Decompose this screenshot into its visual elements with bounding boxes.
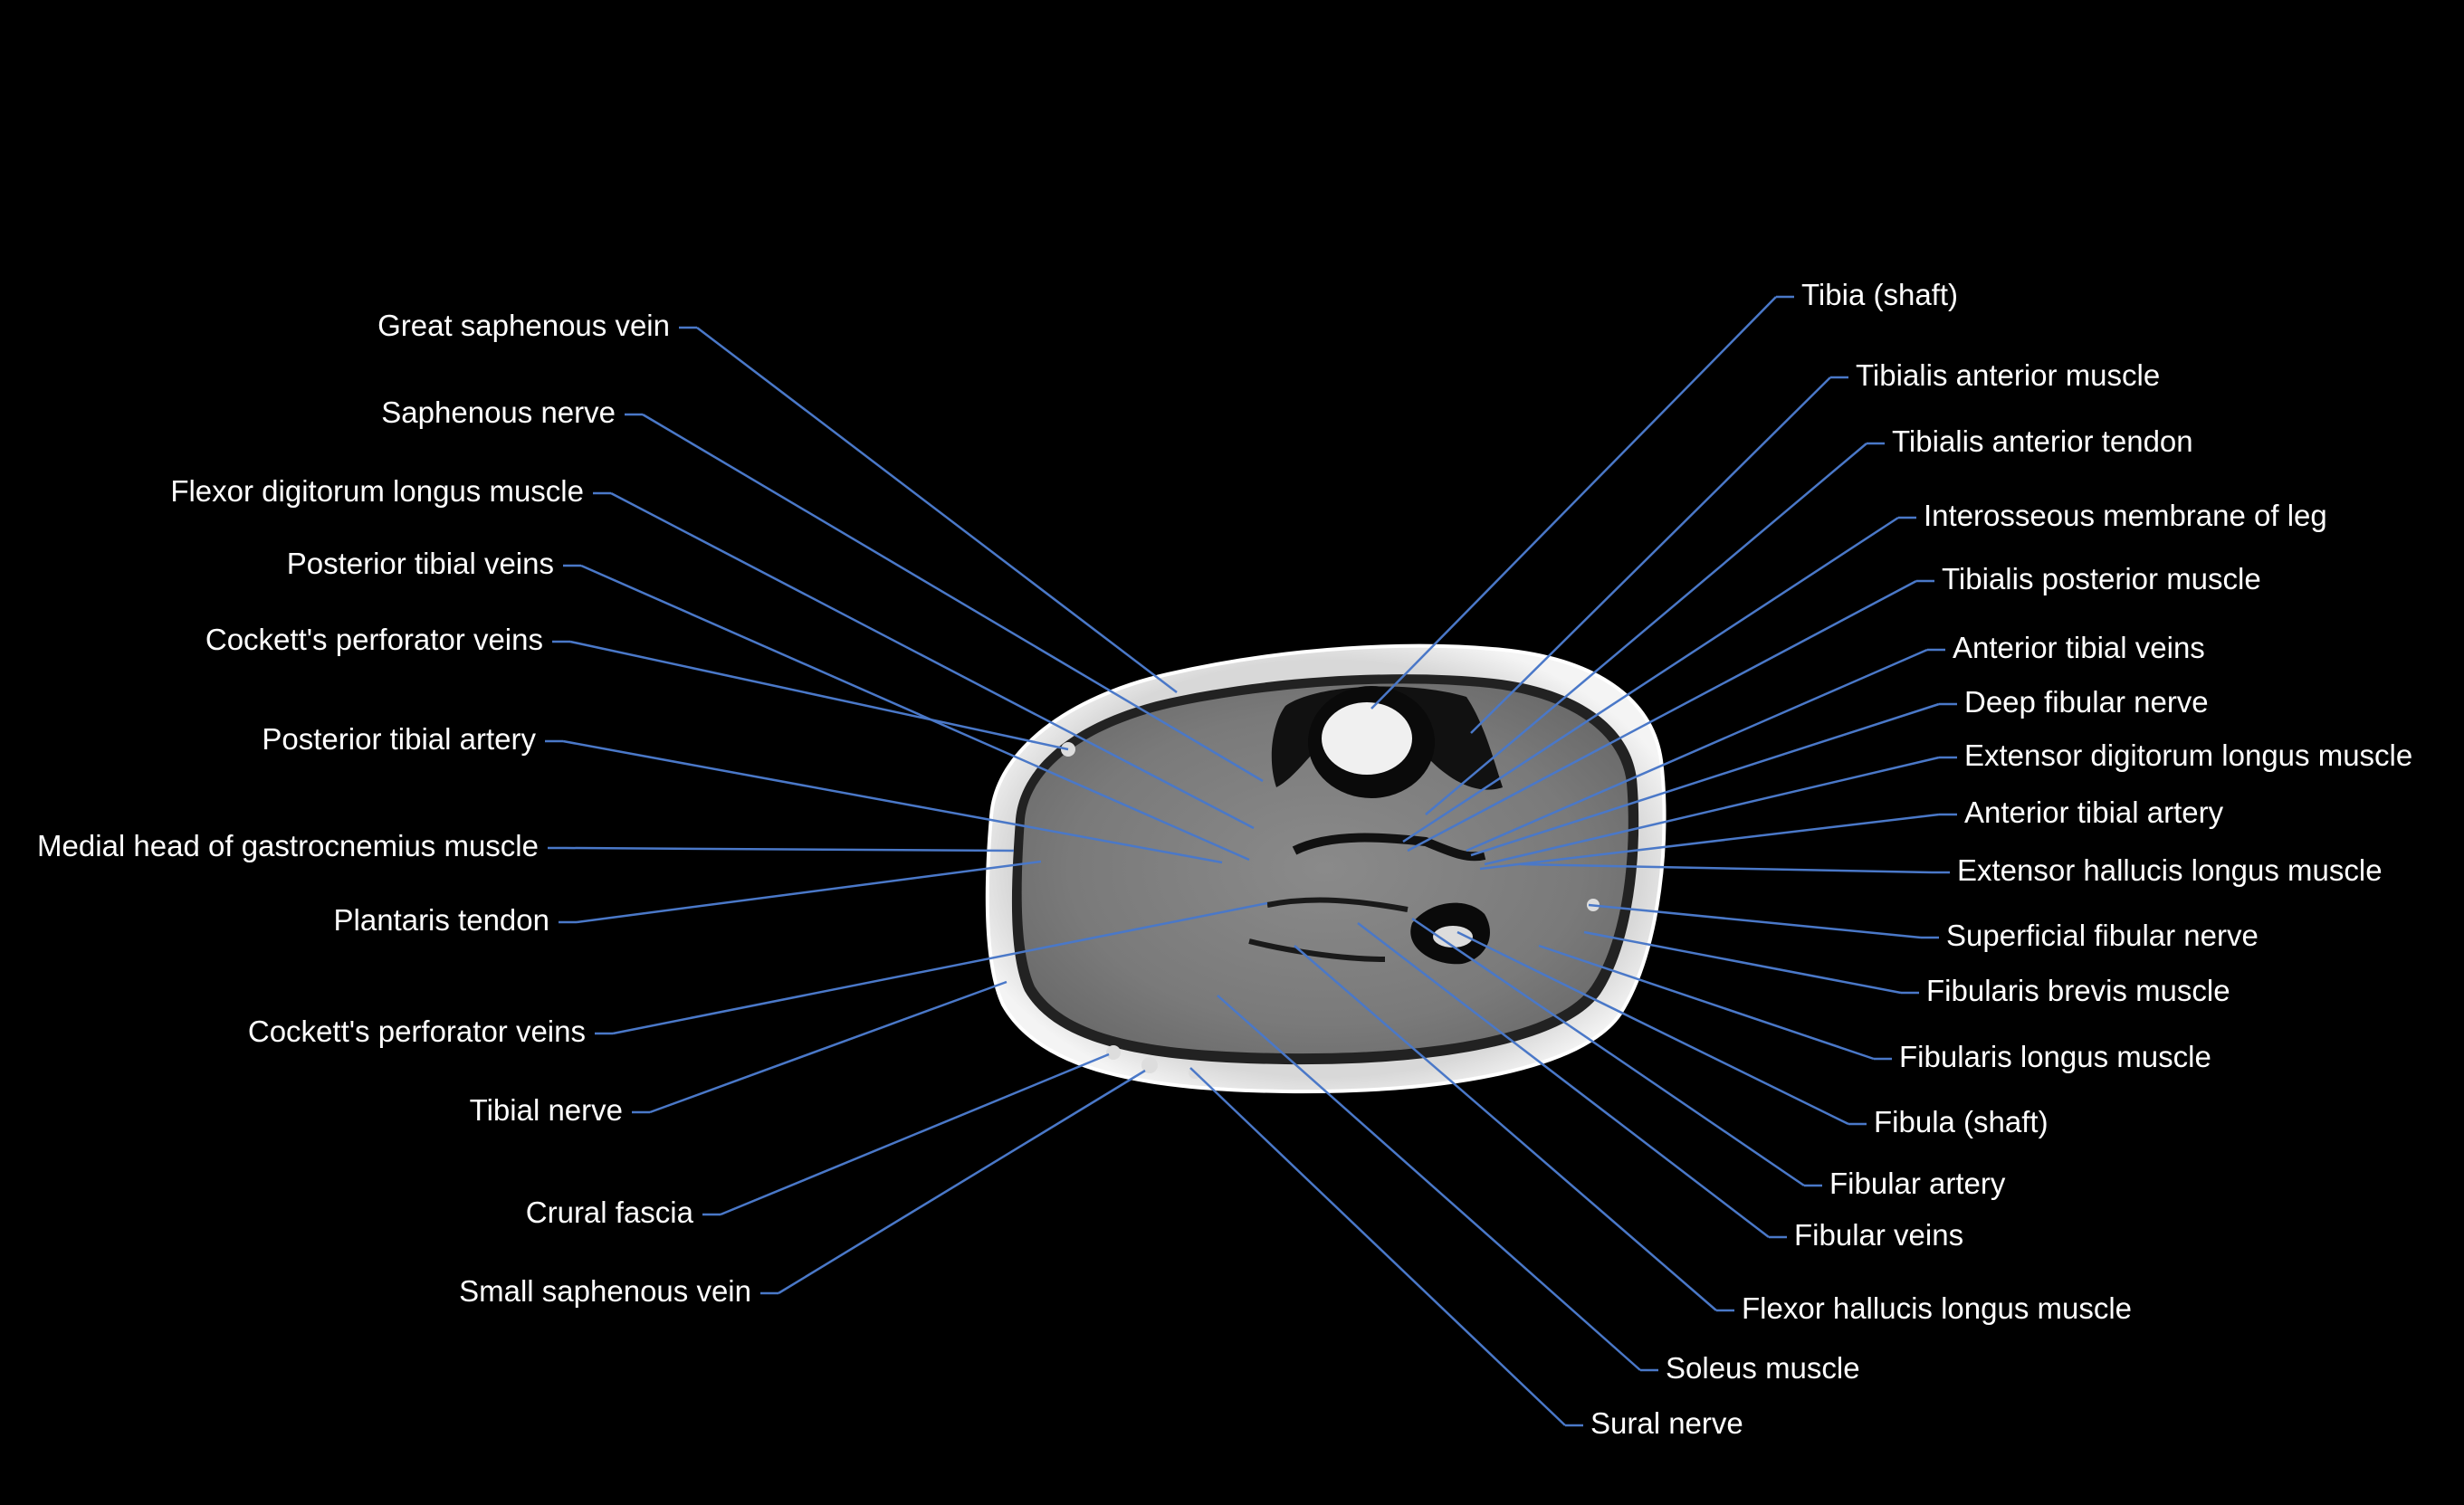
leader-left-2 <box>610 491 1255 830</box>
leader-left-9 <box>649 980 1008 1114</box>
label-right-1: Tibialis anterior muscle <box>1856 358 2161 392</box>
leader-left-10 <box>720 1053 1110 1216</box>
leader-right-9 <box>1520 862 1933 874</box>
leader-left-7 <box>576 860 1042 924</box>
label-right-14: Fibular artery <box>1829 1167 2006 1200</box>
label-right-13: Fibula (shaft) <box>1874 1105 2049 1138</box>
leader-right-10 <box>1588 903 1922 939</box>
label-right-8: Anterior tibial artery <box>1964 795 2224 829</box>
vessel-b <box>1141 1057 1158 1073</box>
vessel-a <box>1106 1045 1121 1060</box>
leader-left-6 <box>565 846 1015 853</box>
label-right-16: Flexor hallucis longus muscle <box>1742 1291 2133 1325</box>
label-left-2: Flexor digitorum longus muscle <box>170 474 584 508</box>
label-right-18: Sural nerve <box>1590 1406 1743 1440</box>
label-left-3: Posterior tibial veins <box>286 547 554 580</box>
label-right-7: Extensor digitorum longus muscle <box>1964 738 2413 772</box>
leader-right-5 <box>1466 648 1928 853</box>
leader-lines <box>545 295 1957 1427</box>
leader-right-4 <box>1407 579 1917 853</box>
label-right-10: Superficial fibular nerve <box>1946 919 2259 952</box>
label-left-11: Small saphenous vein <box>459 1274 751 1308</box>
label-right-3: Interosseous membrane of leg <box>1924 499 2327 532</box>
leader-left-3 <box>580 564 1250 862</box>
leader-left-4 <box>569 640 1069 751</box>
leader-left-8 <box>612 901 1268 1035</box>
interosseous-line <box>1292 833 1486 862</box>
leader-left-0 <box>696 327 1178 693</box>
leader-right-3 <box>1402 516 1899 843</box>
label-left-6: Medial head of gastrocnemius muscle <box>37 829 539 862</box>
leader-left-11 <box>778 1069 1146 1295</box>
label-left-8: Cockett's perforator veins <box>247 1014 586 1048</box>
leader-left-5 <box>562 739 1223 864</box>
leader-right-7 <box>1484 756 1940 866</box>
leader-right-18 <box>1189 1067 1566 1426</box>
label-right-2: Tibialis anterior tendon <box>1892 424 2193 458</box>
leader-right-1 <box>1470 376 1831 734</box>
posterior-septum <box>1248 897 1409 962</box>
leader-left-1 <box>642 413 1264 783</box>
label-right-6: Deep fibular nerve <box>1964 685 2209 719</box>
leader-right-6 <box>1470 702 1940 857</box>
label-left-1: Saphenous nerve <box>381 395 616 429</box>
label-right-4: Tibialis posterior muscle <box>1942 562 2261 595</box>
label-left-0: Great saphenous vein <box>377 309 670 342</box>
label-left-5: Posterior tibial artery <box>262 722 536 756</box>
label-left-10: Crural fascia <box>525 1195 693 1229</box>
label-left-4: Cockett's perforator veins <box>205 623 543 656</box>
label-right-12: Fibularis longus muscle <box>1899 1040 2211 1073</box>
leader-right-15 <box>1357 922 1770 1238</box>
leader-right-11 <box>1583 930 1902 995</box>
leader-right-0 <box>1370 296 1777 710</box>
label-right-11: Fibularis brevis muscle <box>1926 974 2230 1007</box>
leader-right-2 <box>1425 443 1867 815</box>
label-right-5: Anterior tibial veins <box>1953 631 2205 664</box>
leader-right-13 <box>1456 930 1849 1126</box>
label-right-9: Extensor hallucis longus muscle <box>1957 853 2383 887</box>
tibia-marrow <box>1322 702 1412 775</box>
label-right-15: Fibular veins <box>1794 1218 1964 1252</box>
label-right-17: Soleus muscle <box>1666 1351 1860 1385</box>
fibula-marrow <box>1433 926 1473 948</box>
label-left-7: Plantaris tendon <box>333 903 550 937</box>
leader-right-17 <box>1217 995 1641 1371</box>
leader-right-14 <box>1411 917 1805 1187</box>
leader-right-8 <box>1479 813 1940 871</box>
leader-right-16 <box>1294 945 1717 1311</box>
label-left-9: Tibial nerve <box>469 1093 623 1127</box>
label-right-0: Tibia (shaft) <box>1801 278 1958 311</box>
leader-right-12 <box>1538 944 1875 1061</box>
